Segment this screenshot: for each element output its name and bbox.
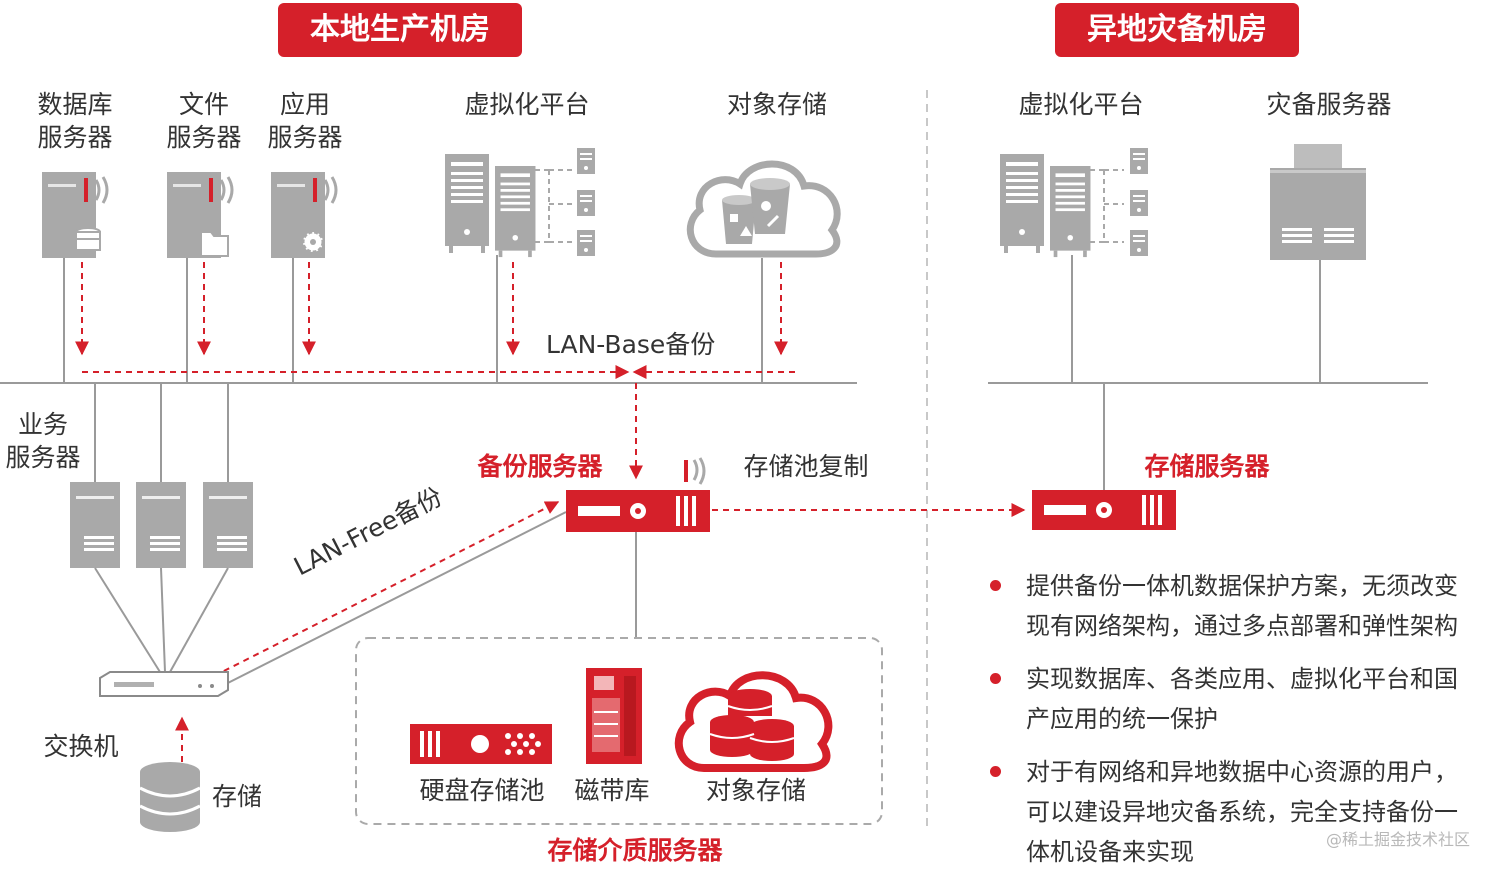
tape-library-label: 磁带库 xyxy=(574,776,650,805)
remote-virtual-platform-label: 虚拟化平台 xyxy=(1018,90,1144,119)
file-server-icon xyxy=(167,172,234,258)
feature-line: 实现数据库、各类应用、虚拟化平台和国 xyxy=(1026,665,1458,693)
backup-server-icon xyxy=(566,457,710,532)
pool-replication-label: 存储池复制 xyxy=(743,452,869,481)
feature-line: 可以建设异地灾备系统，完全支持备份一 xyxy=(1026,798,1458,826)
file-server-label-line1: 文件 xyxy=(178,90,229,119)
object-storage-red-icon xyxy=(674,671,833,772)
feature-item: 对于有网络和异地数据中心资源的用户， 可以建设异地灾备系统，完全支持备份一 体机… xyxy=(988,752,1508,872)
feature-line: 体机设备来实现 xyxy=(1026,838,1194,866)
app-server-label-line1: 应用 xyxy=(279,90,330,119)
object-storage-label: 对象存储 xyxy=(726,90,827,119)
media-group-label: 存储介质服务器 xyxy=(547,836,723,865)
feature-line: 产应用的统一保护 xyxy=(1026,705,1218,733)
business-server-label: 业务 服务器 xyxy=(2,408,84,474)
dr-server-icon xyxy=(1270,144,1366,260)
app-server-label: 应用 服务器 xyxy=(258,88,352,154)
business-server-label-line2: 服务器 xyxy=(5,443,81,472)
watermark: @稀土掘金技术社区 xyxy=(1326,830,1471,849)
file-server-label-line2: 服务器 xyxy=(166,123,242,152)
db-server-icon xyxy=(42,172,109,258)
switch-icon xyxy=(99,671,229,697)
feature-item: 实现数据库、各类应用、虚拟化平台和国 产应用的统一保护 xyxy=(988,659,1508,739)
disk-pool-icon xyxy=(410,724,552,764)
db-server-label: 数据库 服务器 xyxy=(28,88,122,154)
remote-virtual-platform-icon xyxy=(1000,148,1148,258)
feature-line: 对于有网络和异地数据中心资源的用户， xyxy=(1026,758,1458,786)
local-site-banner: 本地生产机房 xyxy=(278,3,522,57)
backup-server-label: 备份服务器 xyxy=(477,452,603,481)
bullet-dot-icon xyxy=(990,766,1001,777)
backup-flow-arrows xyxy=(75,262,1026,762)
virtual-platform-label: 虚拟化平台 xyxy=(464,90,590,119)
app-server-label-line2: 服务器 xyxy=(267,123,343,152)
db-server-label-line1: 数据库 xyxy=(37,90,113,119)
business-server-icons xyxy=(70,383,253,673)
bullet-dot-icon xyxy=(990,580,1001,591)
file-server-label: 文件 服务器 xyxy=(156,88,252,154)
business-server-label-line1: 业务 xyxy=(17,410,68,439)
virtual-platform-icon xyxy=(445,148,595,258)
feature-line: 现有网络架构，通过多点部署和弹性架构 xyxy=(1026,612,1458,640)
storage-cylinder-icon xyxy=(139,762,201,832)
bullet-dot-icon xyxy=(990,673,1001,684)
dr-server-label: 灾备服务器 xyxy=(1266,90,1392,119)
media-group-box xyxy=(355,637,883,825)
remote-site-banner: 异地灾备机房 xyxy=(1055,3,1299,57)
lan-base-label: LAN-Base备份 xyxy=(546,330,716,359)
object-storage-cloud-icon xyxy=(686,160,841,258)
storage-label: 存储 xyxy=(211,782,262,811)
storage-server-label: 存储服务器 xyxy=(1144,452,1270,481)
feature-list: 提供备份一体机数据保护方案，无须改变 现有网络架构，通过多点部署和弹性架构 实现… xyxy=(988,566,1508,885)
switch-label: 交换机 xyxy=(43,732,119,761)
storage-server-icon xyxy=(1032,490,1176,530)
app-server-icon xyxy=(271,172,338,258)
media-object-storage-label: 对象存储 xyxy=(705,776,806,805)
tape-library-icon xyxy=(586,668,642,764)
db-server-label-line2: 服务器 xyxy=(37,123,113,152)
feature-line: 提供备份一体机数据保护方案，无须改变 xyxy=(1026,572,1458,600)
feature-item: 提供备份一体机数据保护方案，无须改变 现有网络架构，通过多点部署和弹性架构 xyxy=(988,566,1508,646)
disk-pool-label: 硬盘存储池 xyxy=(419,776,545,805)
